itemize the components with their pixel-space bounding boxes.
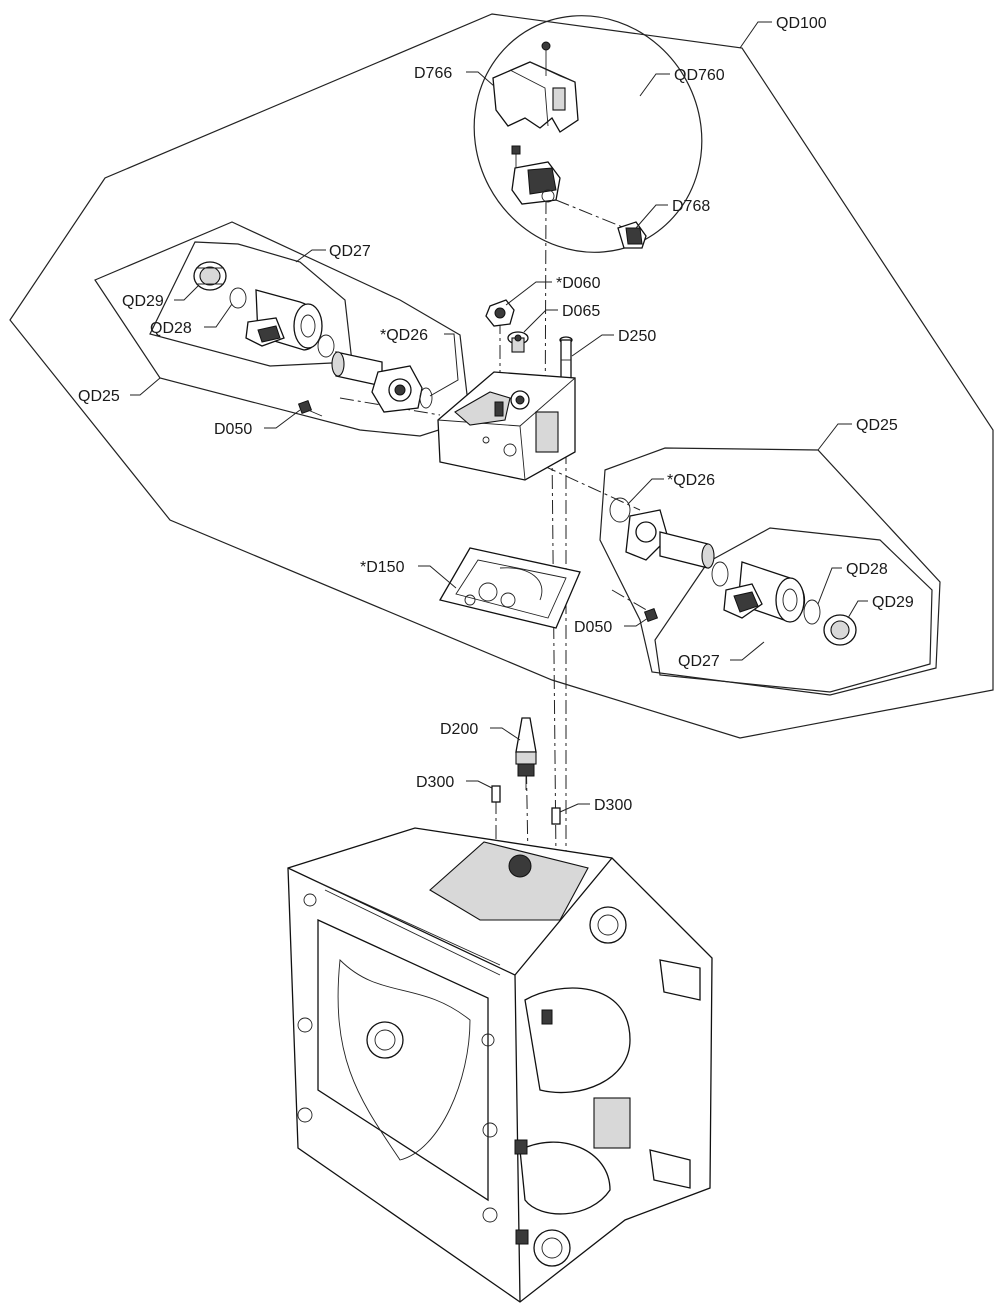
d300-right-pin (551, 807, 561, 825)
leader-qd25-right (817, 423, 852, 451)
valve-block (437, 371, 576, 481)
callout-d766: D766 (414, 65, 452, 82)
qd28-right-oring-2 (803, 599, 821, 625)
qd27-right-coil (723, 561, 805, 623)
d150-gasket (439, 547, 581, 629)
leader-qd29-left (174, 285, 199, 301)
qd28-right-oring (711, 561, 729, 587)
leader-d050-right (624, 617, 649, 627)
qd29-left-nut (193, 261, 227, 291)
callout-d050-right: D050 (574, 619, 612, 636)
leader-d300-right (559, 803, 590, 813)
callout-d060: *D060 (556, 275, 601, 292)
axis-d050-right (611, 589, 651, 613)
qd26-right-cartridge (625, 509, 715, 569)
leader-qd26-right (627, 478, 664, 505)
d065-fitting (507, 331, 529, 353)
callout-qd26-right: *QD26 (667, 472, 715, 489)
leader-d150 (418, 565, 457, 589)
leader-d766 (466, 71, 495, 87)
qd100-assembly-boundary (9, 13, 994, 739)
leader-d065 (523, 309, 558, 333)
callout-qd760: QD760 (674, 67, 725, 84)
leader-qd760 (639, 73, 670, 97)
qd27-left-assembly-boundary (149, 241, 353, 367)
leader-d200 (490, 727, 521, 741)
d766-bracket (492, 41, 579, 133)
d300-left-pin (491, 785, 501, 803)
leader-qd25-left (130, 377, 161, 396)
leader-qd28-right (817, 567, 842, 605)
leader-qd27-left (295, 249, 326, 263)
callout-qd26-left: *QD26 (380, 327, 428, 344)
callout-qd29-left: QD29 (122, 293, 164, 310)
leader-qd100 (739, 21, 772, 49)
leader-d768 (635, 204, 668, 229)
callout-qd25-right: QD25 (856, 417, 898, 434)
qd28-left-oring (229, 287, 247, 309)
callout-qd100: QD100 (776, 15, 827, 32)
callout-d300-left: D300 (416, 774, 454, 791)
qd26-right-oring (609, 497, 631, 523)
callout-qd29-right: QD29 (872, 594, 914, 611)
leader-qd26-left (429, 333, 459, 397)
d060-nut (485, 299, 515, 327)
d200-valve (515, 717, 537, 790)
callout-qd27-right: QD27 (678, 653, 720, 670)
callout-qd28-left: QD28 (150, 320, 192, 337)
callout-d250: D250 (618, 328, 656, 345)
axis-valve-down (551, 449, 557, 861)
qd28-left-oring-2 (317, 334, 335, 358)
qd25-right-assembly-boundary (599, 447, 941, 696)
leader-qd28-left (204, 303, 233, 328)
callout-d050-left: D050 (214, 421, 252, 438)
leader-d060 (505, 281, 552, 306)
d050-left-screw (297, 399, 323, 417)
callout-d768: D768 (672, 198, 710, 215)
qd760-assembly-boundary (473, 15, 703, 253)
qd29-right-nut (823, 614, 857, 646)
qd27-right-assembly-boundary (654, 527, 933, 693)
callout-d300-right: D300 (594, 797, 632, 814)
leader-d050-left (264, 409, 301, 429)
leader-d250 (571, 334, 614, 357)
leader-qd29-right (847, 600, 868, 619)
leader-qd27-right (730, 641, 765, 661)
callout-qd27-left: QD27 (329, 243, 371, 260)
main-housing (287, 827, 713, 1303)
callout-qd25-left: QD25 (78, 388, 120, 405)
qd26-left-cartridge (331, 351, 433, 413)
callout-d150: *D150 (360, 559, 405, 576)
d250-bolt (559, 336, 573, 379)
d768-connector (511, 145, 647, 249)
qd27-left-coil (245, 289, 323, 351)
axis-right-solenoid (519, 454, 641, 511)
callout-d065: D065 (562, 303, 600, 320)
callout-d200: D200 (440, 721, 478, 738)
leader-d300-left (466, 780, 493, 789)
callout-qd28-right: QD28 (846, 561, 888, 578)
axis-d768 (555, 199, 626, 229)
